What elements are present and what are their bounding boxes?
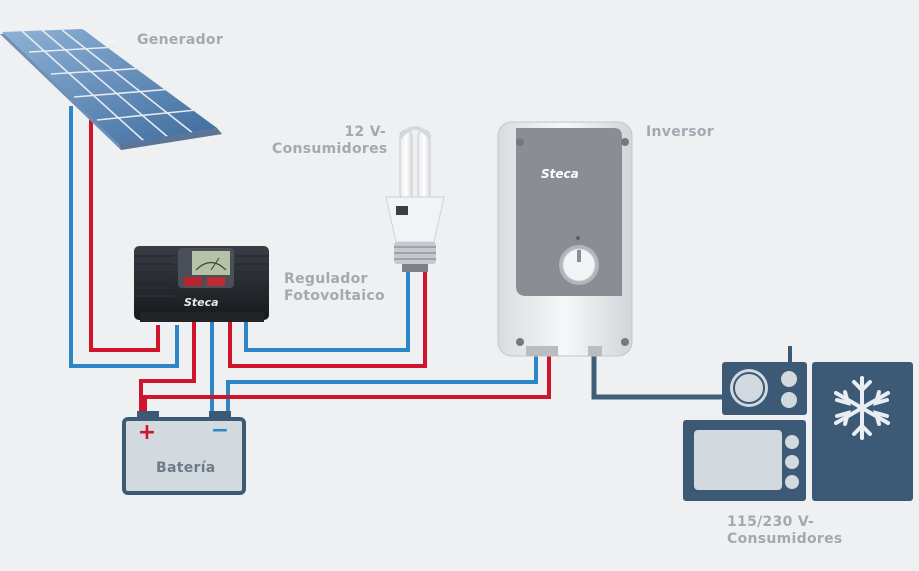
load-positive-wire — [228, 270, 427, 368]
consumers-ac-label-line2: Consumidores — [727, 531, 843, 547]
consumers-12v-label-line2: Consumidores — [272, 141, 388, 157]
consumers-12v-label-line1: 12 V- — [344, 124, 386, 140]
charge-regulator-icon: Steca — [134, 246, 269, 322]
regulator-label-line1: Regulador — [284, 271, 368, 287]
inverter-positive-wire — [143, 356, 551, 411]
generator-label: Generador — [137, 32, 224, 48]
regulator-label-line2: Fotovoltaico — [284, 288, 385, 304]
load-negative-wire — [244, 270, 410, 352]
solar-panel-icon — [0, 29, 222, 150]
generator-positive-wire — [89, 118, 160, 352]
battery-icon: + − — [122, 411, 246, 495]
radio-icon — [722, 346, 807, 415]
refrigerator-icon — [812, 362, 913, 501]
generator-negative-wire — [69, 106, 179, 368]
consumers-ac-label: 115/230 V- Consumidores — [727, 514, 843, 548]
consumers-ac-label-line1: 115/230 V- — [727, 514, 815, 530]
inverter-brand-logo: Steca — [541, 167, 579, 181]
battery-minus-terminal: − — [211, 418, 229, 443]
regulator-brand-logo: Steca — [184, 296, 219, 309]
wiring — [69, 106, 722, 411]
battery-plus-terminal: + — [138, 420, 156, 445]
battery-label: Batería — [156, 460, 216, 476]
inverter-icon: Steca — [497, 121, 633, 357]
consumers-12v-label: 12 V- Consumidores — [272, 124, 388, 158]
inverter-label: Inversor — [646, 124, 714, 140]
ac-output-wire — [591, 354, 722, 400]
battery-positive-wire — [139, 318, 196, 411]
lamp-icon — [385, 126, 445, 272]
regulator-label: Regulador Fotovoltaico — [284, 271, 385, 305]
microwave-icon — [683, 420, 806, 501]
